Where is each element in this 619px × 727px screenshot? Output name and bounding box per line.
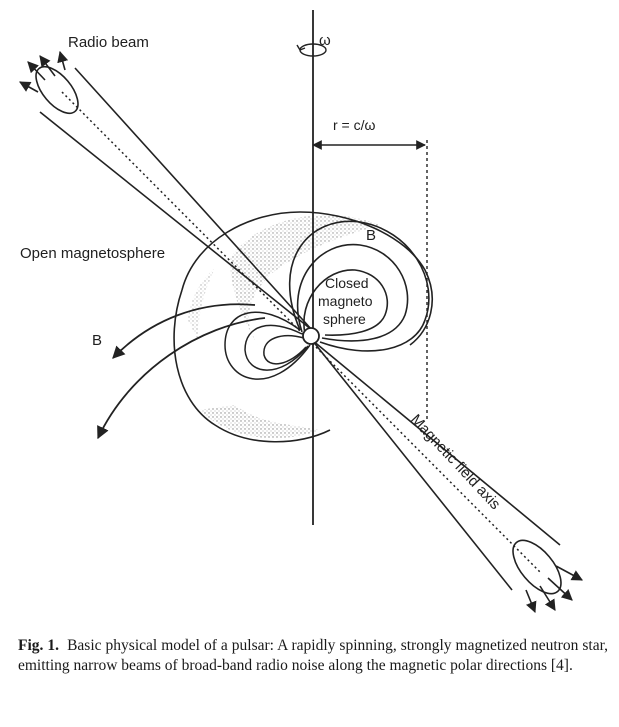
rotation-arrow-icon <box>296 43 327 57</box>
radio-beam-label: Radio beam <box>68 34 149 51</box>
radius-label: r = c/ω <box>333 117 376 133</box>
lower-field-loops <box>224 311 311 380</box>
radio-beam-cone <box>19 50 313 331</box>
magnetic-axis <box>61 91 541 573</box>
b-label-upper: B <box>366 227 376 244</box>
omega-label: ω <box>319 32 331 49</box>
caption-text: Basic physical model of a pulsar: A rapi… <box>18 637 608 674</box>
radio-beam-cone-lower <box>311 339 583 614</box>
closed-magnetosphere-label-2: magneto <box>318 293 373 309</box>
closed-magnetosphere-label-3: sphere <box>323 311 366 327</box>
closed-magnetosphere-label-1: Closed <box>325 275 369 291</box>
open-field-lines <box>97 303 266 440</box>
figure-number: Fig. 1. <box>18 637 60 654</box>
open-magnetosphere-label: Open magnetosphere <box>20 245 165 262</box>
figure-caption: Fig. 1. Basic physical model of a pulsar… <box>18 636 608 676</box>
b-label-left: B <box>92 332 102 349</box>
pulsar-diagram: Radio beam ω r = c/ω Open magnetosphere … <box>19 10 583 614</box>
magnetic-field-axis-label: Magnetic field axis <box>407 411 504 513</box>
light-cylinder-marker <box>312 140 428 420</box>
neutron-star <box>302 327 320 345</box>
